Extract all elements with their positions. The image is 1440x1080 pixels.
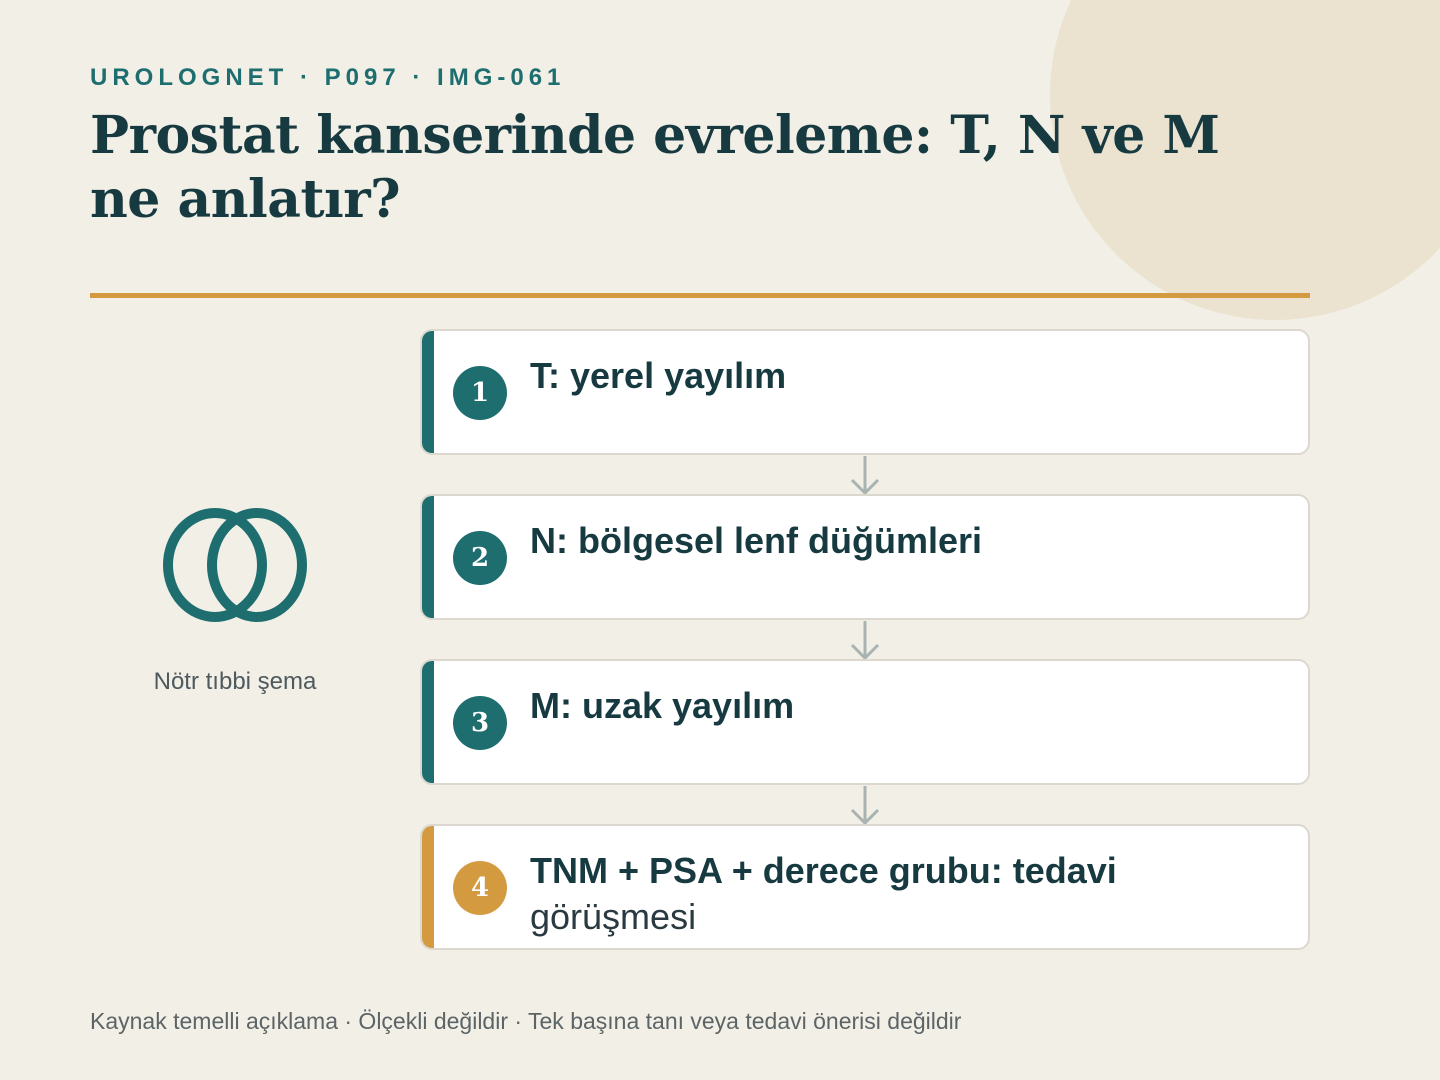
step-label-text: T: yerel yayılım [530,355,787,396]
step-accent-bar [422,826,434,948]
step-number-badge: 4 [453,861,507,915]
arrow-down-icon [850,621,880,661]
page-title: Prostat kanserinde evreleme: T, N ve M n… [90,105,1220,230]
step-accent-bar [422,331,434,453]
step-number-badge: 2 [453,531,507,585]
step-accent-bar [422,496,434,618]
step-accent-bar [422,661,434,783]
step-label: M: uzak yayılım [530,683,1270,729]
arrow-down-icon [850,786,880,826]
step-label-text: N: bölgesel lenf düğümleri [530,520,983,561]
step-label: TNM + PSA + derece grubu: tedavi görüşme… [530,848,1270,940]
step-number-badge: 1 [453,366,507,420]
arrow-down-icon [850,456,880,496]
step-card-n: 2 N: bölgesel lenf düğümleri [420,494,1310,620]
step-label-text: TNM + PSA + derece grubu: tedavi [530,850,1117,891]
step-label-continuation: görüşmesi [530,896,697,937]
step-label: T: yerel yayılım [530,353,1270,399]
divider-rule [90,293,1310,298]
step-number-badge: 3 [453,696,507,750]
illustration-caption: Nötr tıbbi şema [153,668,317,695]
step-label: N: bölgesel lenf düğümleri [530,518,1270,564]
eyebrow-label: UROLOGNET · P097 · IMG-061 [90,64,566,91]
step-label-text: M: uzak yayılım [530,685,795,726]
step-card-m: 3 M: uzak yayılım [420,659,1310,785]
step-card-t: 1 T: yerel yayılım [420,329,1310,455]
footer-disclaimer: Kaynak temelli açıklama · Ölçekli değild… [90,1008,962,1034]
step-card-summary: 4 TNM + PSA + derece grubu: tedavi görüş… [420,824,1310,950]
two-overlapping-rings-icon [163,508,307,622]
